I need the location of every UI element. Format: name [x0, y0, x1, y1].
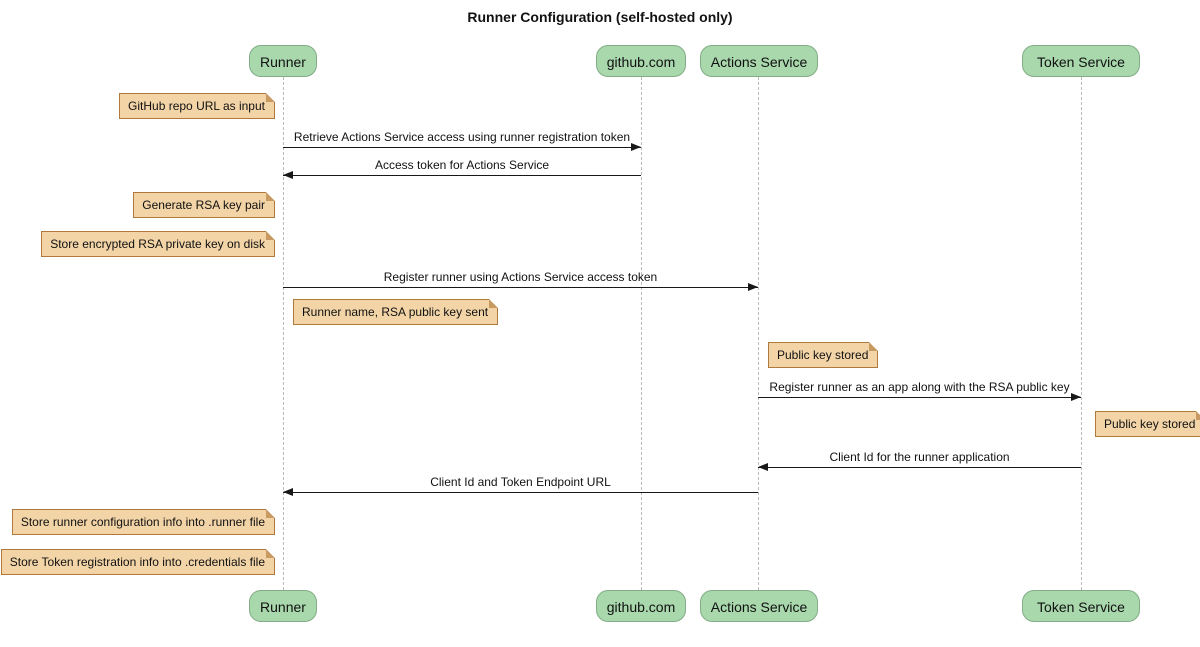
note-text: Public key stored: [777, 348, 869, 362]
note: Public key stored: [768, 342, 879, 368]
participant-github-com-bottom: github.com: [596, 590, 686, 622]
note-text: Runner name, RSA public key sent: [302, 305, 489, 319]
diagram-title: Runner Configuration (self-hosted only): [467, 9, 733, 25]
arrowhead-right-icon: [631, 143, 641, 151]
note-text: Store encrypted RSA private key on disk: [50, 237, 265, 251]
note-text: Public key stored: [1104, 417, 1196, 431]
lifeline-runner: [283, 77, 284, 590]
note-text: Store Token registration info into .cred…: [9, 555, 265, 569]
participant-actions-service-top: Actions Service: [700, 45, 818, 77]
lifeline-token-service: [1081, 77, 1082, 590]
note-fold-icon: [869, 342, 879, 351]
note-text: GitHub repo URL as input: [128, 99, 265, 113]
participant-runner-top: Runner: [249, 45, 317, 77]
note: GitHub repo URL as input: [119, 93, 275, 119]
note: Store encrypted RSA private key on disk: [41, 231, 275, 257]
note-text: Generate RSA key pair: [142, 198, 265, 212]
participant-runner-bottom: Runner: [249, 590, 317, 622]
note-fold-icon: [1196, 411, 1200, 420]
participant-token-service-bottom: Token Service: [1022, 590, 1140, 622]
message-label: Access token for Actions Service: [374, 158, 550, 172]
message-line: [283, 492, 758, 493]
message-label: Client Id for the runner application: [829, 450, 1010, 464]
note-fold-icon: [266, 231, 275, 240]
lifeline-github-com: [641, 77, 642, 590]
message-label: Client Id and Token Endpoint URL: [430, 475, 611, 489]
participant-actions-service-bottom: Actions Service: [700, 590, 818, 622]
note: Store runner configuration info into .ru…: [11, 509, 275, 535]
message-label: Retrieve Actions Service access using ru…: [293, 130, 631, 144]
participant-token-service-top: Token Service: [1022, 45, 1140, 77]
note-fold-icon: [266, 509, 275, 518]
message-label: Register runner using Actions Service ac…: [383, 270, 658, 284]
note-fold-icon: [266, 549, 275, 558]
message-line: [283, 175, 641, 176]
note: Generate RSA key pair: [133, 192, 275, 218]
arrowhead-left-icon: [283, 171, 293, 179]
arrowhead-left-icon: [283, 488, 293, 496]
message-label: Register runner as an app along with the…: [769, 380, 1070, 394]
message-line: [283, 147, 641, 148]
message-line: [758, 397, 1081, 398]
note-fold-icon: [489, 299, 499, 308]
note: Store Token registration info into .cred…: [0, 549, 275, 575]
note-text: Store runner configuration info into .ru…: [20, 515, 265, 529]
note-fold-icon: [266, 93, 275, 102]
message-line: [283, 287, 758, 288]
note-fold-icon: [266, 192, 275, 201]
note: Runner name, RSA public key sent: [293, 299, 499, 325]
note: Public key stored: [1095, 411, 1200, 437]
arrowhead-left-icon: [758, 463, 768, 471]
message-line: [758, 467, 1081, 468]
arrowhead-right-icon: [1071, 393, 1081, 401]
arrowhead-right-icon: [748, 283, 758, 291]
participant-github-com-top: github.com: [596, 45, 686, 77]
lifeline-actions-service: [758, 77, 759, 590]
